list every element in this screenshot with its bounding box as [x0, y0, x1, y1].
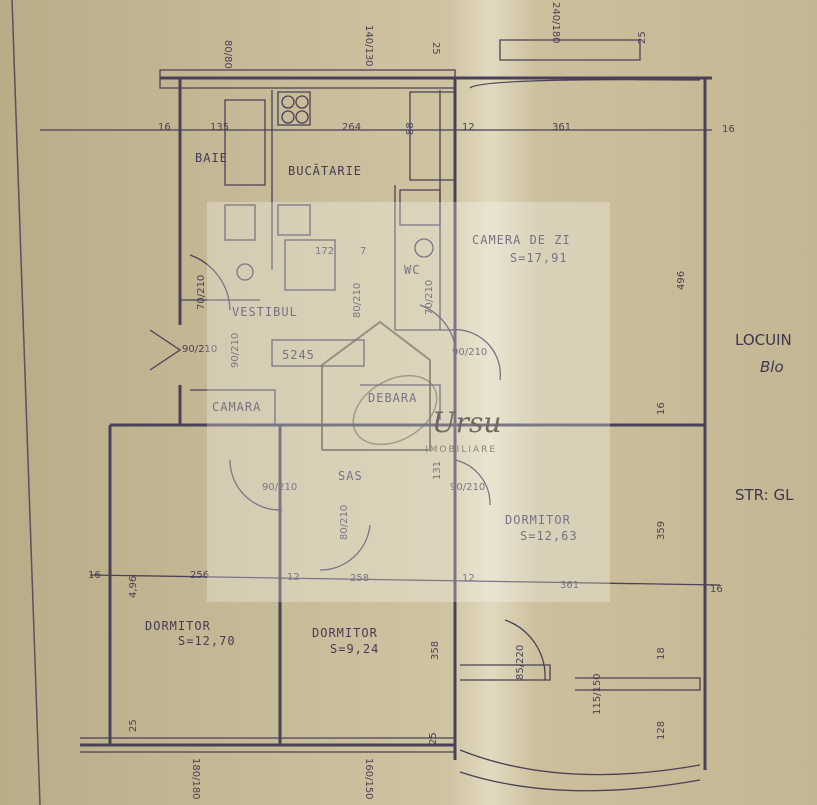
- room-dormitor-mid: DORMITOR: [312, 626, 378, 640]
- dim-bottom: 160/150: [363, 758, 374, 800]
- dim-door: 70/210: [196, 275, 207, 310]
- room-baie: BAIE: [195, 151, 228, 165]
- dim-mid: 359: [656, 521, 667, 540]
- room-debara: DEBARA: [368, 391, 417, 405]
- room-camera-de-zi-area: S=17,91: [510, 251, 568, 265]
- dim-top: 80/80: [222, 40, 233, 69]
- dim-door: 90/210: [452, 347, 487, 358]
- dim-vertical: 4,96: [128, 576, 139, 598]
- dim-row1: 16: [722, 124, 735, 135]
- dim-vertical: 25: [128, 719, 139, 732]
- dim-row1: 135: [210, 122, 229, 133]
- room-camera-de-zi: CAMERA DE ZI: [472, 233, 571, 247]
- side-notes: LOCUIN Blo STR: GL: [735, 331, 794, 504]
- dim-row1: 361: [552, 122, 571, 133]
- dim-row2: 361: [560, 580, 579, 591]
- dim-mid: 7: [360, 246, 366, 257]
- dim-row2: 16: [88, 570, 101, 581]
- walls: [40, 39, 721, 792]
- side-note-strada: STR: GL: [735, 486, 794, 504]
- dim-door: 90/210: [262, 482, 297, 493]
- room-dormitor-right-area: S=12,63: [520, 529, 578, 543]
- plan-code-box: [271, 339, 365, 367]
- dim-row1: 88: [405, 122, 416, 135]
- room-vestibul: VESTIBUL: [232, 305, 298, 319]
- dim-door: 90/210: [182, 344, 217, 355]
- dim-door: 70/210: [424, 280, 435, 315]
- dim-mid: 172: [315, 246, 334, 257]
- dim-row2: 16: [710, 584, 723, 595]
- room-camara: CAMARA: [212, 400, 261, 414]
- dim-row1: 264: [342, 122, 361, 133]
- dim-bottom: 180/180: [190, 758, 201, 800]
- sheet-border: [11, 0, 41, 805]
- dim-row1: 16: [158, 122, 171, 133]
- dim-vertical: 358: [430, 641, 441, 660]
- watermark-brand: Ursu: [432, 406, 501, 439]
- dim-row2: 12: [287, 572, 300, 583]
- watermark: Ursu IMOBILIARE: [207, 202, 610, 602]
- room-wc: WC: [404, 263, 420, 277]
- dim-top: 140/130: [363, 25, 374, 67]
- dim-mid: 496: [676, 271, 687, 290]
- dim-door: 115/150: [592, 673, 603, 715]
- dim-top: 25: [430, 42, 441, 55]
- side-note-bloc: Blo: [760, 358, 784, 376]
- room-dormitor-left-area: S=12,70: [178, 634, 236, 648]
- dim-door: 80/210: [352, 283, 363, 318]
- dim-door: 90/210: [450, 482, 485, 493]
- dim-top: 240/180: [550, 2, 561, 44]
- dim-vertical: 25: [428, 732, 439, 745]
- house-logo-icon: [321, 320, 431, 451]
- dim-vertical: 18: [656, 647, 667, 660]
- dim-row2: 256: [190, 570, 209, 581]
- dim-door: 131: [432, 461, 443, 480]
- dim-door: 80/210: [339, 505, 350, 540]
- room-dormitor-left: DORMITOR: [145, 619, 211, 633]
- room-labels: BAIE BUCĂTARIE CAMERA DE ZI S=17,91 WC V…: [145, 151, 578, 656]
- room-sas: SAS: [338, 469, 363, 483]
- room-bucatarie: BUCĂTARIE: [288, 163, 362, 178]
- dim-row2: 12: [462, 573, 475, 584]
- dim-row1: 12: [462, 122, 475, 133]
- room-dormitor-mid-area: S=9,24: [330, 642, 379, 656]
- dim-top: 25: [637, 31, 648, 44]
- dim-mid: 16: [656, 402, 667, 415]
- side-note-locuinta: LOCUIN: [735, 331, 792, 349]
- dim-door: 85/220: [515, 645, 526, 680]
- watermark-panel: [207, 202, 610, 602]
- dim-vertical: 128: [656, 721, 667, 740]
- dim-row2: 258: [350, 573, 369, 584]
- plan-code: 5245: [282, 348, 315, 362]
- watermark-sub: IMOBILIARE: [425, 445, 497, 455]
- dimension-labels: 80/80 140/130 25 240/180 25 16 135 264 8…: [88, 2, 735, 800]
- room-dormitor-right: DORMITOR: [505, 513, 571, 527]
- dim-door: 90/210: [230, 333, 241, 368]
